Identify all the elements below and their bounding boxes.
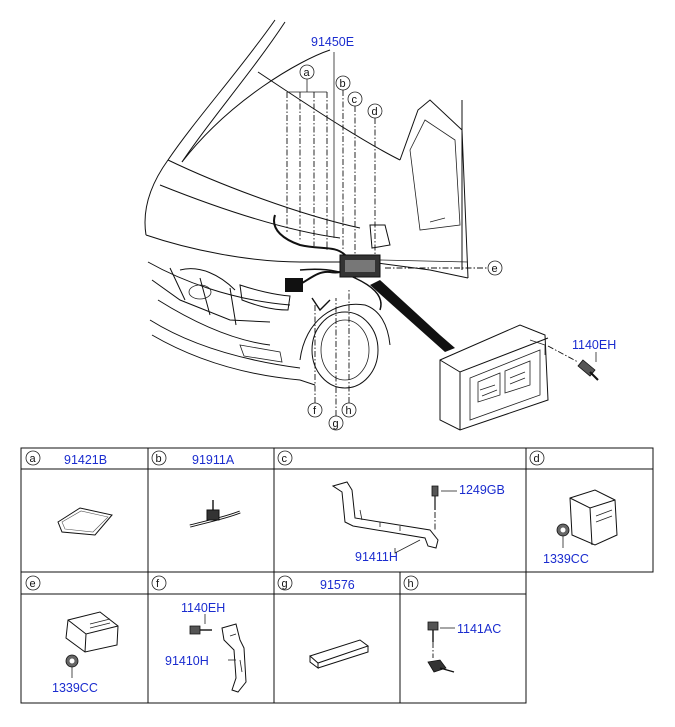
pad-icon [57,507,113,536]
callout-d-top[interactable]: d [367,103,383,255]
detail-arrow [370,280,455,352]
box-bolt-part-label[interactable]: 1140EH [572,338,616,352]
screw-icon [431,485,439,530]
svg-text:e: e [492,263,498,275]
svg-text:c: c [352,94,358,106]
callout-e-side[interactable]: e [385,260,503,276]
nut-icon [65,654,79,668]
screw-icon [427,621,439,658]
bracket-icon [331,481,439,549]
cell-g[interactable]: g 91576 [277,575,370,669]
van-illustration [144,19,469,389]
sensor-module-icon [65,611,119,653]
cell-b[interactable]: b 91911A [151,450,241,528]
svg-text:e: e [30,578,36,590]
callout-h-bottom[interactable]: h [341,290,357,418]
svg-text:h: h [346,405,352,417]
module-icon [569,489,618,546]
svg-text:f: f [313,405,317,417]
junction-box [439,324,549,431]
parts-table [20,447,654,704]
assembly-part-label[interactable]: 91450E [311,35,354,49]
part-1339CC-d: 1339CC [543,552,589,566]
part-91410H: 91410H [165,654,209,668]
grommet-cable-icon [189,500,241,528]
callout-g-bottom[interactable]: g [328,298,344,431]
svg-text:g: g [282,578,288,590]
part-91911A: 91911A [192,453,235,467]
part-1339CC-e: 1339CC [52,681,98,695]
svg-text:d: d [372,106,378,118]
cell-d[interactable]: d 1339CC [529,450,618,566]
cell-h[interactable]: h 1141AC [403,575,501,673]
nut-icon [556,523,570,537]
cell-c[interactable]: c 1249GB 91411H [277,450,505,564]
svg-text:d: d [534,453,540,465]
cell-f[interactable]: f 1140EH 91410H [151,575,247,693]
bracket-icon [221,623,247,693]
svg-text:f: f [156,578,160,590]
part-1141AC: 1141AC [457,622,501,636]
svg-text:c: c [282,453,288,465]
svg-text:a: a [304,67,311,79]
part-1140EH-f: 1140EH [181,601,225,615]
clip-icon [427,659,455,673]
svg-text:a: a [30,453,37,465]
part-91411H: 91411H [355,550,398,564]
callout-b-top[interactable]: b [335,75,351,250]
callout-c-top[interactable]: c [347,91,363,255]
svg-text:b: b [340,78,346,90]
svg-text:h: h [408,578,414,590]
svg-text:b: b [156,453,162,465]
svg-text:g: g [333,418,339,430]
wiring-harness [273,214,382,312]
bolt-icon [189,625,212,635]
part-91421B: 91421B [64,453,107,467]
protector-icon [309,639,370,669]
callout-f-bottom[interactable]: f [307,305,323,418]
part-91576: 91576 [320,578,355,592]
part-1249GB: 1249GB [459,483,505,497]
cell-e[interactable]: e 1339CC [25,575,119,695]
bolt-icon [577,359,599,381]
callout-a-top[interactable]: a [286,64,328,250]
cell-a[interactable]: a 91421B [25,450,113,536]
